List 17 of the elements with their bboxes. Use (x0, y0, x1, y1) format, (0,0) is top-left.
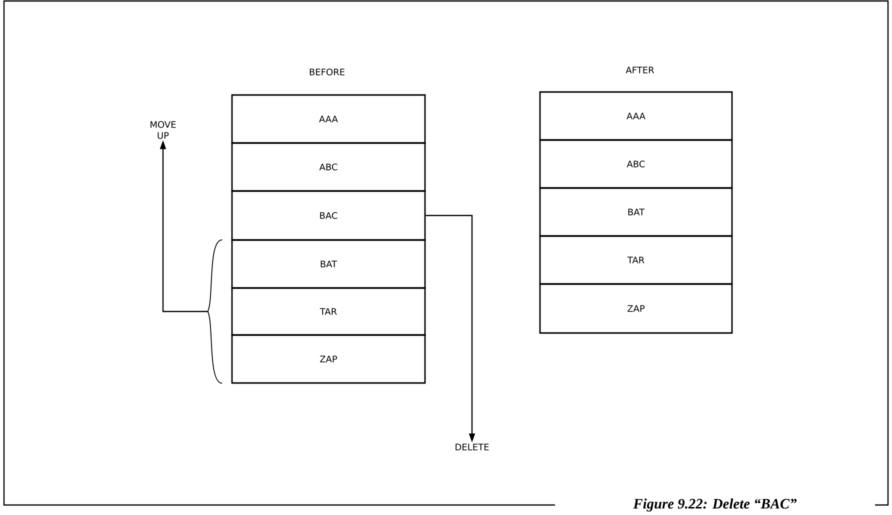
curly-brace (207, 239, 223, 384)
figure-caption: Figure 9.22: Delete “BAC” (630, 495, 800, 515)
table-cell: ABC (539, 139, 733, 189)
table-cell: TAR (231, 287, 426, 336)
table-cell: ZAP (231, 334, 426, 384)
action-label: MOVE UP (150, 121, 176, 139)
column-heading: AFTER (626, 66, 654, 74)
table-cell: BAC (231, 190, 426, 241)
column-heading: BEFORE (310, 68, 344, 76)
table-cell: AAA (231, 94, 426, 144)
table-cell: ABC (231, 142, 426, 192)
table-cell: ZAP (539, 283, 733, 334)
table-cell: TAR (539, 235, 733, 285)
table-cell: BAT (231, 239, 426, 289)
action-label: DELETE (456, 444, 489, 450)
table-cell: AAA (539, 91, 733, 141)
table-cell: BAT (539, 187, 733, 237)
